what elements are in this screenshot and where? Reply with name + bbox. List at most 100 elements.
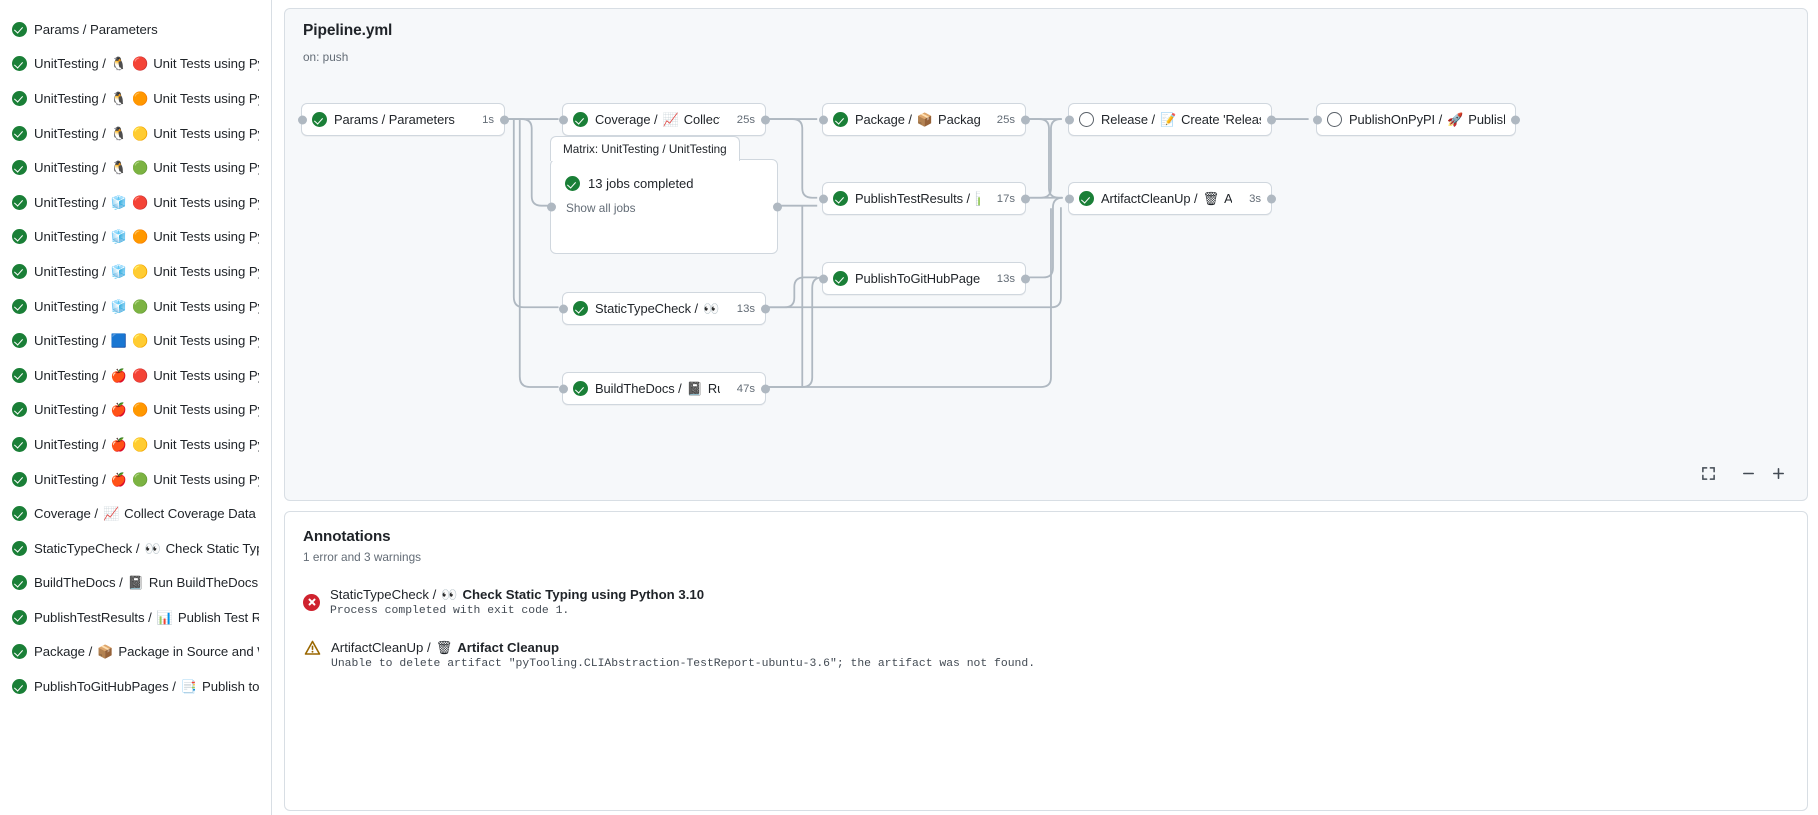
- sidebar-job-label: PublishTestResults / 📊Publish Test Resu.…: [34, 610, 259, 625]
- node-suffix: Collect Cove...: [683, 112, 720, 127]
- sidebar-job-item[interactable]: UnitTesting / 🐧🔴Unit Tests using Pyth...: [4, 47, 267, 82]
- node-prefix: PublishTestResults /: [855, 191, 971, 206]
- matrix-summary: 13 jobs completed: [588, 176, 694, 191]
- job-emoji: 🟦: [110, 333, 128, 349]
- sidebar-job-item[interactable]: UnitTesting / 🧊🔴Unit Tests using Pyth...: [4, 185, 267, 220]
- graph-node-package[interactable]: Package / 📦Package in So...25s: [818, 103, 1030, 136]
- status-success-icon: [12, 229, 27, 245]
- sidebar-job-item[interactable]: Coverage / 📈Collect Coverage Data usi...: [4, 496, 267, 531]
- node-port-left: [297, 115, 307, 124]
- job-name-prefix: UnitTesting /: [34, 263, 106, 279]
- job-emoji: 🟢: [132, 160, 149, 176]
- status-success-icon: [833, 271, 848, 286]
- job-emoji: 🐧: [110, 56, 128, 72]
- graph-node-stc[interactable]: StaticTypeCheck / 👀Chec...13s: [558, 292, 770, 325]
- sidebar-job-item[interactable]: UnitTesting / 🧊🟠Unit Tests using Pyth...: [4, 220, 267, 255]
- graph-node-pypi[interactable]: PublishOnPyPI / 🚀Publish to ...: [1312, 103, 1520, 136]
- node-label: BuildTheDocs / 📓Run Buil...: [595, 381, 720, 396]
- sidebar-job-item[interactable]: BuildTheDocs / 📓Run BuildTheDocs: [4, 566, 267, 601]
- sidebar-job-item[interactable]: UnitTesting / 🐧🟢Unit Tests using Pyth...: [4, 150, 267, 185]
- job-name-suffix: Unit Tests using Pyth...: [153, 90, 259, 106]
- node-prefix: Params / Parameters: [334, 112, 455, 127]
- sidebar-job-label: UnitTesting / 🍎🔴Unit Tests using Pyth...: [34, 368, 259, 383]
- sidebar-job-item[interactable]: StaticTypeCheck / 👀Check Static Typing..…: [4, 531, 267, 566]
- job-emoji: 📓: [127, 575, 144, 591]
- job-name-suffix: Unit Tests using Pyth...: [153, 229, 259, 245]
- job-name-suffix: Unit Tests using Pyth...: [153, 333, 259, 349]
- status-success-icon: [12, 506, 27, 522]
- job-emoji: 🟡: [132, 333, 149, 349]
- node-port-left: [558, 115, 568, 124]
- sidebar-job-label: UnitTesting / 🧊🟡Unit Tests using Pyth...: [34, 264, 259, 279]
- node-label: Package / 📦Package in So...: [855, 112, 980, 127]
- status-success-icon: [12, 609, 27, 625]
- sidebar-job-item[interactable]: UnitTesting / 🐧🟠Unit Tests using Pyth...: [4, 81, 267, 116]
- job-name-prefix: StaticTypeCheck /: [34, 540, 140, 556]
- annotation-message: Process completed with exit code 1.: [330, 605, 570, 617]
- node-port-left: [818, 115, 828, 124]
- job-name-prefix: UnitTesting /: [34, 298, 106, 314]
- node-port-right: [1020, 115, 1030, 124]
- graph-node-pgp[interactable]: PublishToGitHubPages / 📑...13s: [818, 262, 1030, 295]
- job-name-prefix: BuildTheDocs /: [34, 575, 123, 591]
- node-prefix: BuildTheDocs /: [595, 381, 682, 396]
- zoom-out-button[interactable]: [1735, 460, 1761, 486]
- job-emoji: 📦: [97, 644, 114, 660]
- sidebar-job-label: UnitTesting / 🐧🟠Unit Tests using Pyth...: [34, 91, 259, 106]
- matrix-port-right: [772, 202, 782, 212]
- graph-node-params[interactable]: Params / Parameters 1s: [297, 103, 509, 136]
- annotation-step-name: Check Static Typing using Python 3.10: [462, 587, 705, 602]
- status-pending-icon: [1327, 112, 1342, 127]
- graph-node-btd[interactable]: BuildTheDocs / 📓Run Buil... 47s: [558, 372, 770, 405]
- node-emoji: 📦: [916, 112, 934, 127]
- sidebar-job-item[interactable]: UnitTesting / 🍎🟠Unit Tests using Pyth...: [4, 393, 267, 428]
- graph-node-release[interactable]: Release / 📝Create 'Release P...: [1064, 103, 1276, 136]
- job-emoji: 🟠: [132, 229, 149, 245]
- main-content: Pipeline.yml on: push: [272, 0, 1818, 815]
- sidebar-job-item[interactable]: PublishTestResults / 📊Publish Test Resu.…: [4, 600, 267, 635]
- job-emoji: 📑: [180, 679, 197, 695]
- sidebar-job-item[interactable]: UnitTesting / 🐧🟡Unit Tests using Pyth...: [4, 116, 267, 151]
- job-emoji: 🔴: [132, 56, 149, 72]
- job-emoji: 🧊: [110, 263, 128, 279]
- node-port-left: [1312, 115, 1322, 124]
- fullscreen-icon[interactable]: [1695, 460, 1721, 486]
- annotation-header: ArtifactCleanUp / 🗑Artifact Cleanup: [331, 640, 1035, 655]
- sidebar-job-label: UnitTesting / 🍎🟡Unit Tests using Pyth...: [34, 437, 259, 452]
- sidebar-job-item[interactable]: UnitTesting / 🟦🟡Unit Tests using Pyth...: [4, 323, 267, 358]
- sidebar-job-item[interactable]: UnitTesting / 🧊🟡Unit Tests using Pyth...: [4, 254, 267, 289]
- sidebar-job-item[interactable]: Package / 📦Package in Source and Wh...: [4, 635, 267, 670]
- node-duration: 47s: [736, 382, 755, 395]
- sidebar-job-item[interactable]: UnitTesting / 🧊🟢Unit Tests using Pyth...: [4, 289, 267, 324]
- show-all-jobs-link[interactable]: Show all jobs: [566, 201, 636, 215]
- zoom-in-button[interactable]: [1765, 460, 1791, 486]
- node-port-right: [499, 115, 509, 124]
- sidebar-job-label: Coverage / 📈Collect Coverage Data usi...: [34, 506, 259, 521]
- graph-zoom-controls[interactable]: [1695, 460, 1791, 486]
- annotation-item[interactable]: StaticTypeCheck / 👀Check Static Typing u…: [303, 587, 1789, 617]
- node-duration: 1s: [482, 113, 494, 126]
- job-emoji: 🔴: [132, 194, 149, 210]
- node-suffix: Artifac...: [1224, 191, 1233, 206]
- node-emoji: 🗑: [1202, 191, 1220, 206]
- sidebar-job-item[interactable]: PublishToGitHubPages / 📑Publish to G...: [4, 669, 267, 704]
- node-emoji: 👀: [703, 301, 720, 316]
- sidebar-job-item[interactable]: UnitTesting / 🍎🟡Unit Tests using Pyth...: [4, 427, 267, 462]
- sidebar-job-item[interactable]: UnitTesting / 🍎🔴Unit Tests using Pyth...: [4, 358, 267, 393]
- job-emoji: 🔴: [132, 367, 149, 383]
- graph-node-coverage[interactable]: Coverage / 📈Collect Cove...25s: [558, 103, 770, 136]
- graph-node-ptr[interactable]: PublishTestResults / 📊Pu...17s: [818, 182, 1030, 215]
- node-port-right: [760, 384, 770, 393]
- node-label: ArtifactCleanUp / 🗑Artifac...: [1101, 191, 1232, 206]
- job-emoji: 🟠: [132, 402, 149, 418]
- graph-node-acu[interactable]: ArtifactCleanUp / 🗑Artifac...3s: [1064, 182, 1276, 215]
- sidebar-job-item[interactable]: UnitTesting / 🍎🟢Unit Tests using Pyth...: [4, 462, 267, 497]
- sidebar-job-item[interactable]: Params / Parameters: [4, 12, 267, 47]
- status-success-icon: [573, 381, 588, 396]
- annotation-header: StaticTypeCheck / 👀Check Static Typing u…: [330, 587, 704, 602]
- job-emoji: 🍎: [110, 367, 128, 383]
- job-emoji: 🟡: [132, 263, 149, 279]
